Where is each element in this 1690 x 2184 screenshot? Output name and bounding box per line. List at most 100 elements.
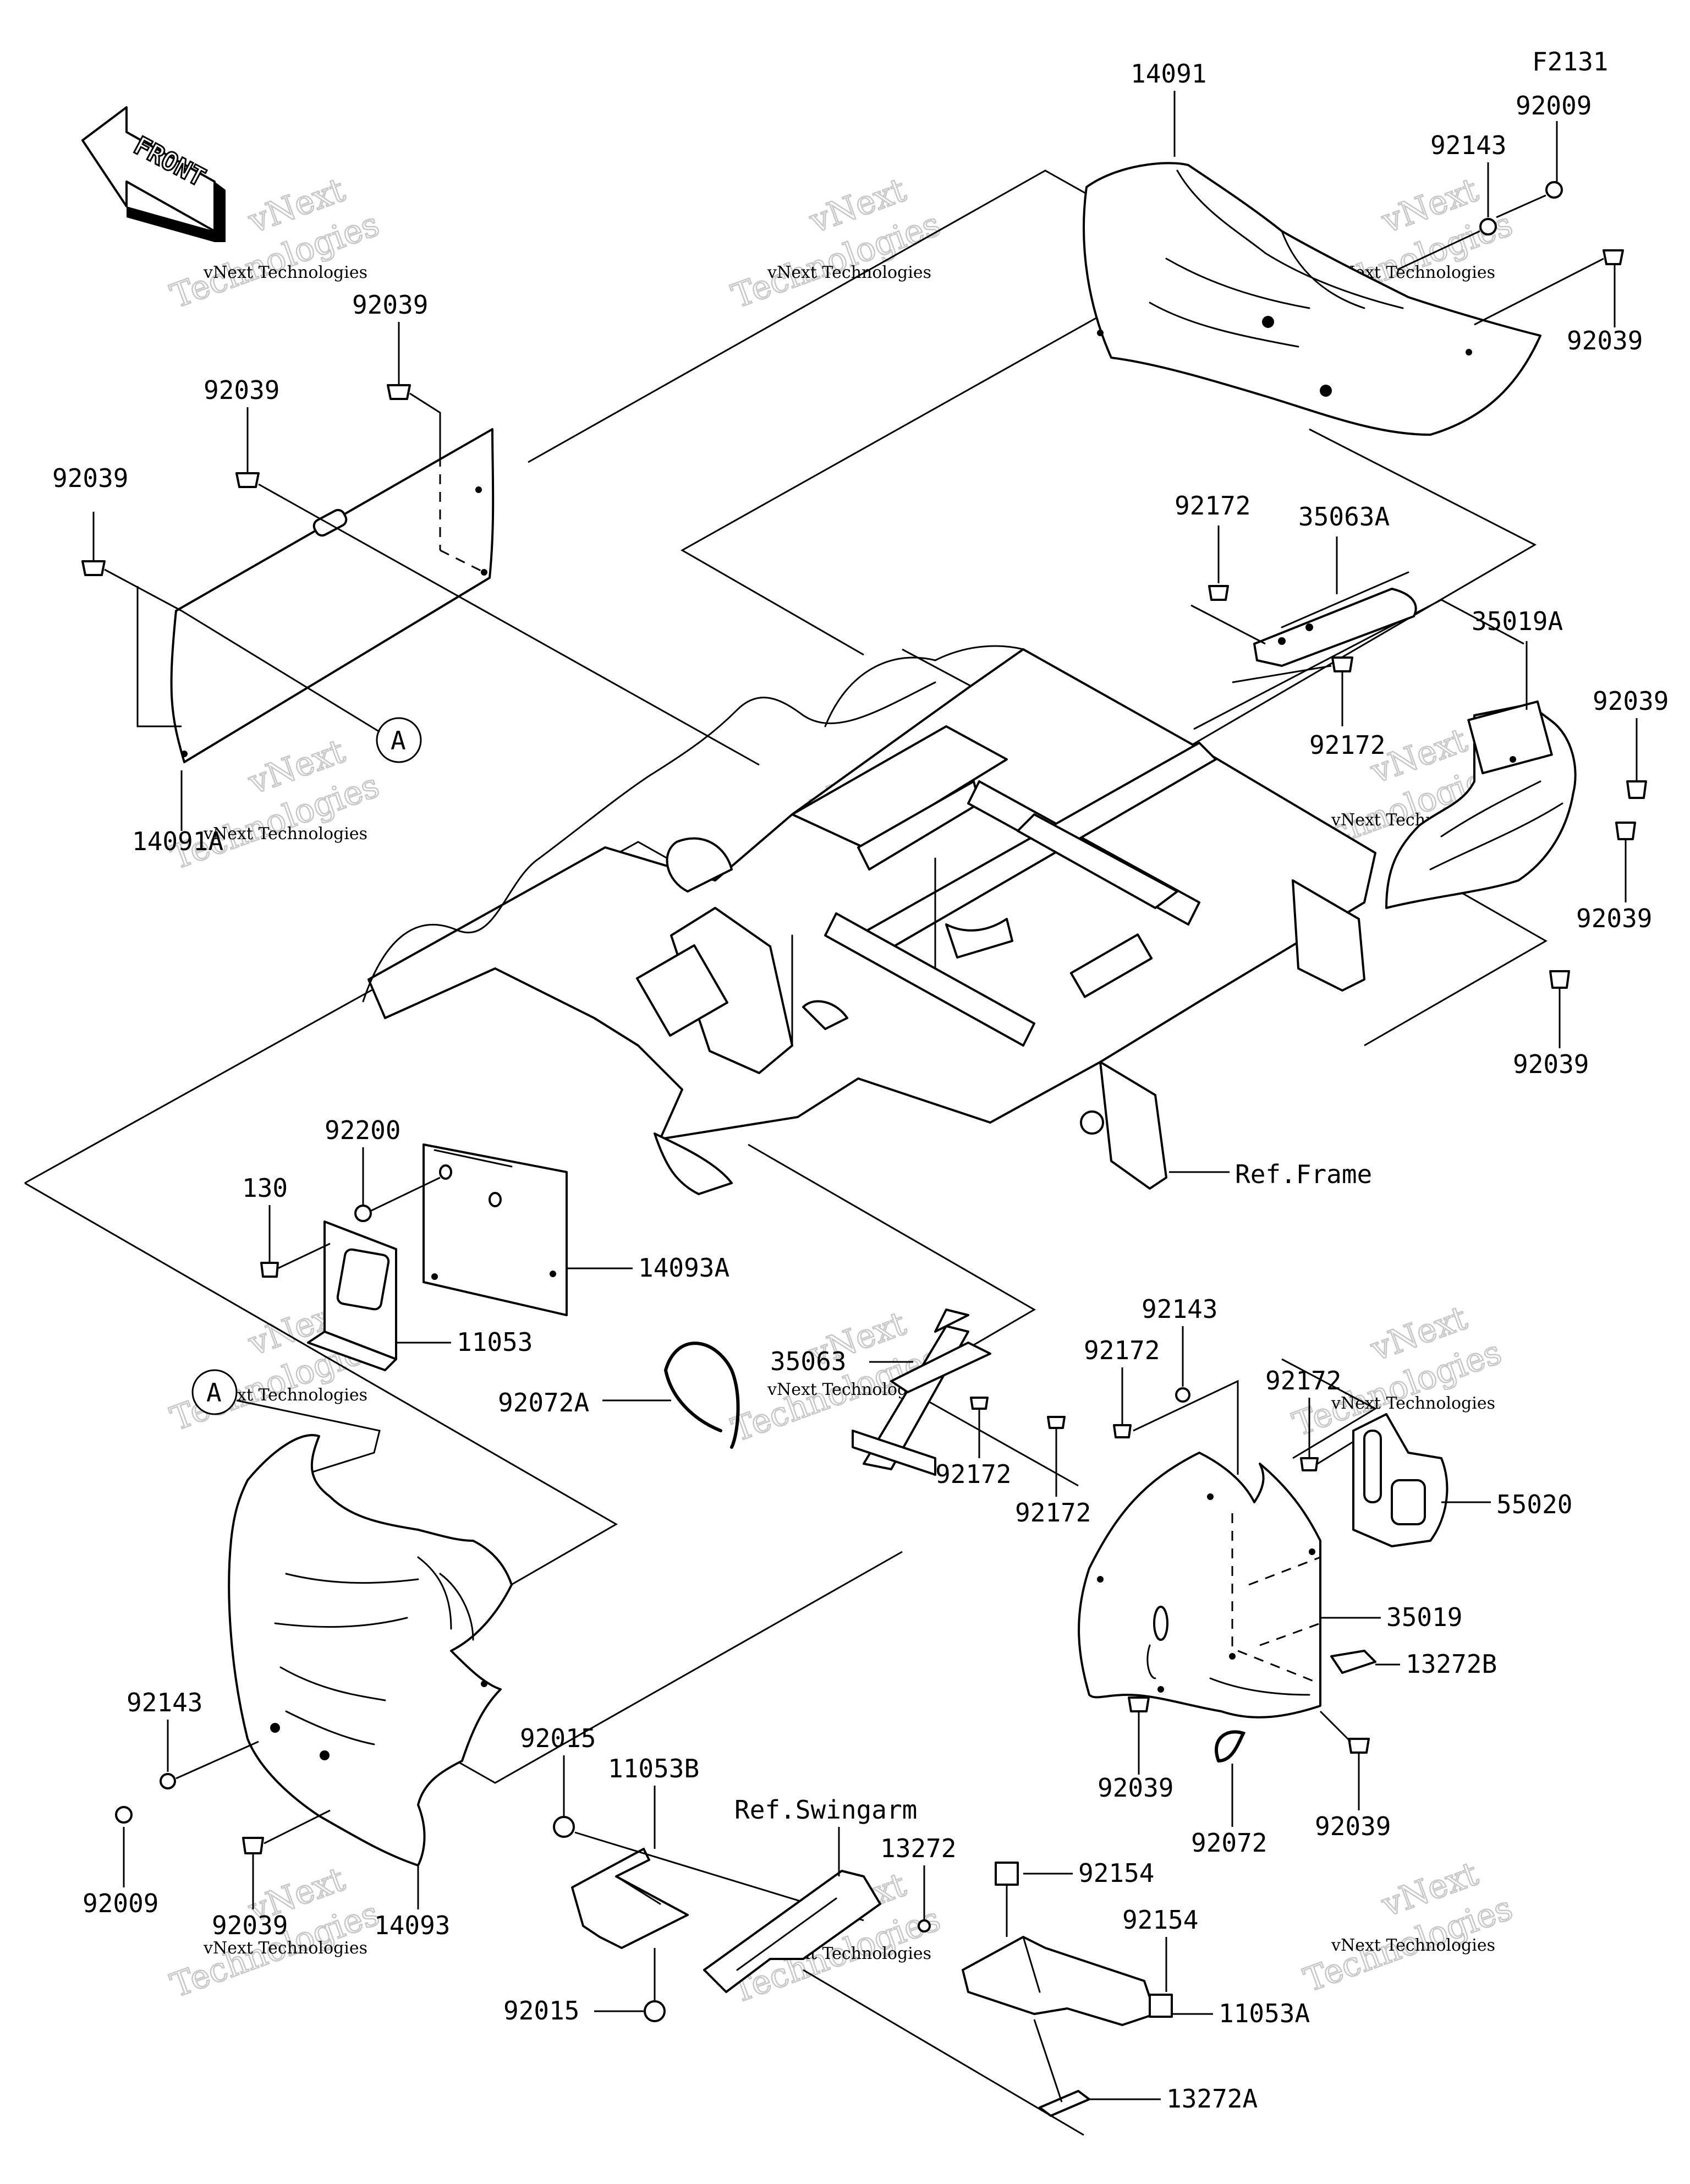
- washer-92200: [354, 1205, 372, 1222]
- part-35019A-flap: [1385, 700, 1577, 909]
- label-92039: 92039: [1098, 1773, 1173, 1803]
- clip-92039: [1603, 249, 1624, 265]
- bolt-130: [260, 1262, 279, 1278]
- label-92039: 92039: [212, 1911, 288, 1940]
- clip-92039: [1626, 780, 1647, 799]
- part-11053-bracket: [307, 1220, 397, 1371]
- bolt-92154: [1149, 1994, 1173, 2018]
- diagram-code: F2131: [1532, 47, 1608, 76]
- label-14093: 14093: [374, 1911, 450, 1940]
- label-92200: 92200: [325, 1115, 400, 1145]
- washer-92143: [1479, 218, 1497, 236]
- label-11053B: 11053B: [608, 1754, 699, 1783]
- screw-92172: [1113, 1424, 1132, 1438]
- screw-92172: [1300, 1457, 1319, 1471]
- strap-92072A: [664, 1342, 740, 1449]
- label-92072A: 92072A: [498, 1388, 589, 1417]
- washer-92143: [160, 1773, 176, 1789]
- label-11053: 11053: [457, 1327, 533, 1357]
- label-92143: 92143: [1430, 130, 1506, 160]
- label-13272: 13272: [880, 1833, 956, 1863]
- label-13272A: 13272A: [1166, 2084, 1258, 2114]
- ref-frame-label: Ref.Frame: [1235, 1159, 1372, 1189]
- label-130: 130: [242, 1173, 288, 1203]
- part-35019-rear-flap: [1078, 1452, 1321, 1718]
- label-14091: 14091: [1131, 59, 1206, 89]
- clip-92039: [1615, 822, 1636, 840]
- callout-a-circle: [191, 1369, 238, 1415]
- label-92172: 92172: [1084, 1335, 1160, 1365]
- label-92039: 92039: [1513, 1049, 1589, 1079]
- bolt-92009: [115, 1806, 133, 1824]
- clip-92039: [387, 384, 411, 400]
- front-direction-arrow: FRONT: [81, 106, 226, 242]
- part-14093A-plate: [422, 1143, 568, 1316]
- label-92172: 92172: [935, 1459, 1011, 1489]
- label-13272B: 13272B: [1406, 1649, 1497, 1679]
- label-92039: 92039: [204, 375, 279, 405]
- ref-swingarm-label: Ref.Swingarm: [734, 1795, 917, 1825]
- label-92039: 92039: [52, 463, 128, 493]
- nut-92015: [553, 1816, 575, 1838]
- swingarm-bracket: [703, 1870, 881, 1993]
- label-92172: 92172: [1265, 1366, 1341, 1395]
- part-14093-lower-panel: [228, 1434, 513, 1866]
- plate-13272A: [1039, 2090, 1090, 2117]
- label-92015: 92015: [503, 1996, 579, 2026]
- main-frame: [362, 645, 1376, 1195]
- label-35063A: 35063A: [1298, 502, 1390, 532]
- watermark-caption: vNext Technologies: [203, 263, 367, 282]
- clip-92039: [242, 1837, 264, 1854]
- part-55020-bracket: [1352, 1413, 1448, 1547]
- label-35063: 35063: [770, 1346, 846, 1376]
- watermark-caption: vNext Technologies: [767, 263, 931, 282]
- part-14091A-side-panel: [170, 428, 495, 763]
- label-92154: 92154: [1122, 1905, 1198, 1935]
- washer-92143: [1175, 1387, 1190, 1403]
- label-92154: 92154: [1078, 1858, 1154, 1888]
- label-92172: 92172: [1309, 730, 1385, 760]
- label-92172: 92172: [1175, 491, 1250, 521]
- callout-a-label: A: [391, 726, 406, 756]
- label-35019A: 35019A: [1472, 606, 1563, 636]
- label-11053A: 11053A: [1219, 1999, 1310, 2028]
- label-92172: 92172: [1015, 1498, 1091, 1528]
- bolt-92154: [995, 1862, 1019, 1886]
- callout-a-circle: [376, 717, 422, 763]
- part-35063-bracket: [852, 1309, 991, 1476]
- bolt-92009: [1545, 181, 1563, 199]
- part-11053B-bracket: [571, 1848, 689, 1949]
- part-35063A-bracket: [1253, 571, 1417, 667]
- label-35019: 35019: [1386, 1602, 1462, 1632]
- watermark-caption: vNext Technologies: [203, 1939, 367, 1958]
- label-92039: 92039: [1593, 686, 1669, 716]
- callout-a-label: A: [206, 1378, 222, 1408]
- screw-92172: [1208, 585, 1229, 601]
- clip-92039: [81, 560, 106, 576]
- part-11053A-bracket: [962, 1936, 1156, 2026]
- label-92009: 92009: [83, 1889, 158, 1918]
- clip-92039: [235, 472, 260, 488]
- label-55020: 55020: [1496, 1490, 1572, 1519]
- clip-92039: [1348, 1738, 1370, 1754]
- strap-92072: [1215, 1730, 1246, 1762]
- watermark-caption: vNext Technologies: [1331, 1936, 1495, 1955]
- label-92039: 92039: [352, 290, 428, 320]
- clip-92039: [1128, 1696, 1150, 1712]
- screw-92172: [1047, 1416, 1066, 1429]
- label-92039: 92039: [1315, 1811, 1391, 1841]
- label-92072: 92072: [1191, 1828, 1267, 1858]
- screw-92172: [970, 1397, 989, 1410]
- watermark: Technologies vNext: [1298, 1854, 1518, 2001]
- label-92143: 92143: [127, 1688, 202, 1717]
- label-92015: 92015: [520, 1723, 596, 1753]
- nut-92015: [644, 2000, 666, 2022]
- label-92039: 92039: [1576, 904, 1652, 933]
- label-14093A: 14093A: [638, 1253, 729, 1283]
- watermark-caption: vNext Technologies: [1331, 1394, 1495, 1413]
- screw-92172: [1331, 656, 1353, 672]
- watermark-caption: vNext Technologies: [203, 824, 367, 844]
- label-92039: 92039: [1567, 326, 1643, 355]
